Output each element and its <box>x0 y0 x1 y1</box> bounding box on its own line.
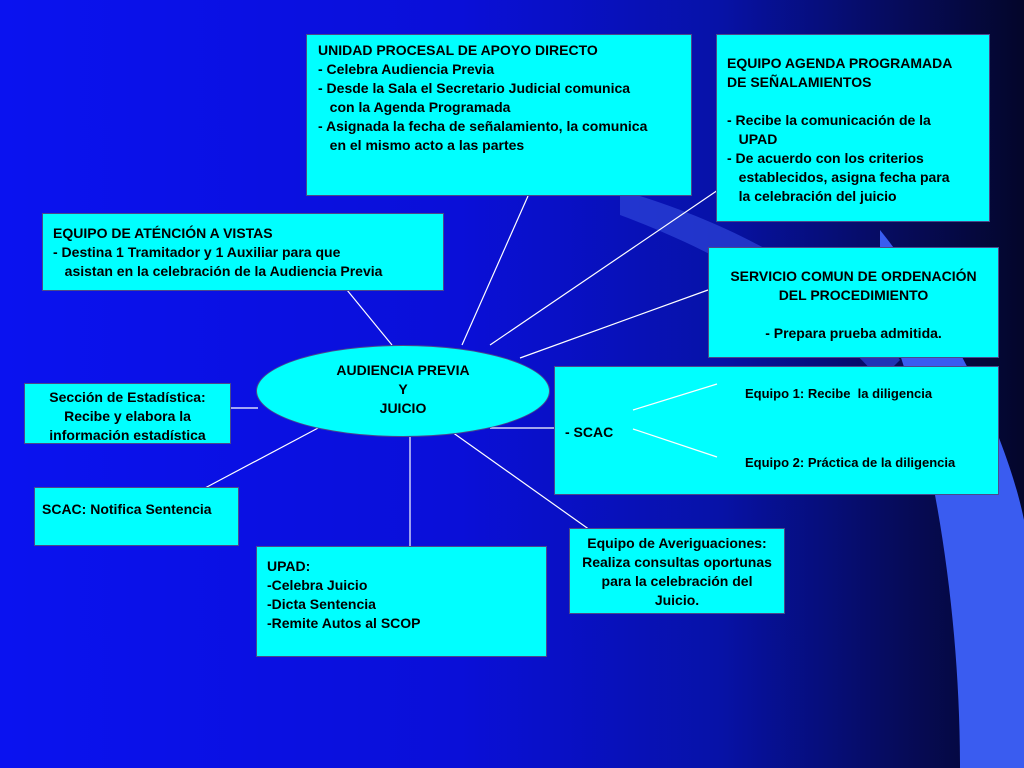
estadistica-line: información estadística <box>49 427 206 443</box>
averiguaciones-line: para la celebración del <box>601 573 753 589</box>
center-line: AUDIENCIA PREVIA <box>336 362 470 378</box>
audiencia-juicio-node: AUDIENCIA PREVIA Y JUICIO <box>256 345 550 437</box>
connector-lines <box>204 189 719 546</box>
estadistica-line: Recibe y elabora la <box>64 408 191 424</box>
agenda-line: - Recibe la comunicación de la <box>727 112 931 128</box>
servicio-line <box>709 305 998 324</box>
connector-averiguaciones <box>451 431 591 531</box>
upad-apoyo-line: en el mismo acto a las partes <box>318 137 525 153</box>
connector-servicio <box>519 289 709 359</box>
agenda-line: establecidos, asigna fecha para <box>727 169 950 185</box>
agenda-line: UPAD <box>727 131 778 147</box>
scac-label: - SCAC <box>565 424 614 440</box>
upad-box: UPAD: -Celebra Juicio -Dicta Sentencia -… <box>256 546 547 657</box>
servicio-line: SERVICIO COMUN DE ORDENACIÓN <box>730 268 977 284</box>
upad-line: -Remite Autos al SCOP <box>267 615 421 631</box>
vistas-line: EQUIPO DE ATÉNCIÓN A VISTAS <box>53 225 273 241</box>
scac-equipo2: Equipo 2: Práctica de la diligencia <box>745 455 956 470</box>
servicio-line: DEL PROCEDIMIENTO <box>778 287 929 303</box>
estadistica-line: Sección de Estadística: <box>49 389 206 405</box>
servicio-box: SERVICIO COMUN DE ORDENACIÓN DEL PROCEDI… <box>708 247 999 358</box>
upad-line: UPAD: <box>267 558 311 574</box>
agenda-line: la celebración del juicio <box>727 188 897 204</box>
vistas-line: asistan en la celebración de la Audienci… <box>53 263 383 279</box>
agenda-box: EQUIPO AGENDA PROGRAMADA DE SEÑALAMIENTO… <box>716 34 990 222</box>
averiguaciones-box: Equipo de Averiguaciones: Realiza consul… <box>569 528 785 614</box>
upad-apoyo-line: UNIDAD PROCESAL DE APOYO DIRECTO <box>318 42 598 58</box>
upad-apoyo-line: con la Agenda Programada <box>318 99 511 115</box>
vistas-box: EQUIPO DE ATÉNCIÓN A VISTAS - Destina 1 … <box>42 213 444 291</box>
connector-scac-notifica <box>204 426 321 489</box>
averiguaciones-line: Realiza consultas oportunas <box>582 554 772 570</box>
upad-apoyo-line: - Celebra Audiencia Previa <box>318 61 495 77</box>
agenda-line: - De acuerdo con los criterios <box>727 150 924 166</box>
upad-line: -Celebra Juicio <box>267 577 368 593</box>
curve-shape-dark <box>620 190 900 380</box>
scac-notifica-box: SCAC: Notifica Sentencia <box>34 487 239 546</box>
agenda-line <box>727 92 989 111</box>
curve-shape-blue <box>880 230 1024 768</box>
upad-apoyo-line: - Asignada la fecha de señalamiento, la … <box>318 118 648 134</box>
agenda-line: DE SEÑALAMIENTOS <box>727 74 872 90</box>
vistas-line: - Destina 1 Tramitador y 1 Auxiliar para… <box>53 244 341 260</box>
upad-apoyo-box: UNIDAD PROCESAL DE APOYO DIRECTO - Celeb… <box>306 34 692 196</box>
center-line: Y <box>398 381 408 397</box>
upad-apoyo-line: - Desde la Sala el Secretario Judicial c… <box>318 80 631 96</box>
agenda-line: EQUIPO AGENDA PROGRAMADA <box>727 55 953 71</box>
averiguaciones-line: Juicio. <box>654 592 700 608</box>
connector-agenda <box>489 189 719 346</box>
averiguaciones-line: Equipo de Averiguaciones: <box>587 535 767 551</box>
scac-notifica-line: SCAC: Notifica Sentencia <box>42 501 212 517</box>
scac-equipo1: Equipo 1: Recibe la diligencia <box>745 386 933 401</box>
connector-vistas <box>346 289 393 346</box>
estadistica-box: Sección de Estadística: Recibe y elabora… <box>24 383 231 444</box>
scac-box: - SCAC Equipo 1: Recibe la diligencia Eq… <box>554 366 999 495</box>
upad-line: -Dicta Sentencia <box>267 596 376 612</box>
servicio-line: - Prepara prueba admitida. <box>765 325 942 341</box>
connector-upad-apoyo <box>461 195 529 346</box>
center-line: JUICIO <box>379 400 427 416</box>
scac-branch-lines <box>632 383 718 458</box>
